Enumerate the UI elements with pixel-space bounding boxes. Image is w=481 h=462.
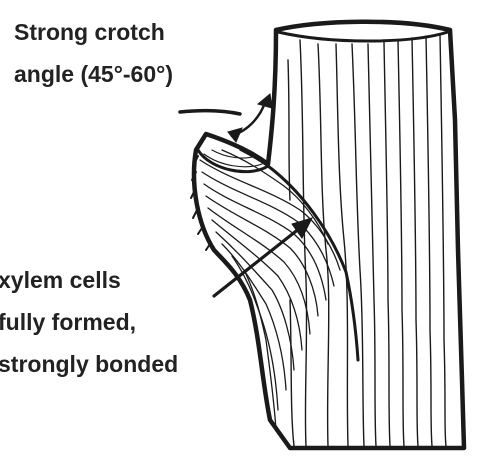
angle-arc-head: [258, 94, 272, 108]
crotch-label-line2: angle (45°-60°): [14, 61, 173, 87]
xylem-label-line3: strongly bonded: [0, 351, 178, 377]
xylem-label-line1: xylem cells: [0, 267, 121, 293]
angle-arc-tail: [228, 128, 242, 142]
crotch-label-line1: Strong crotch: [14, 19, 165, 45]
angle-stroke: [180, 111, 240, 114]
log-illustration: [191, 22, 464, 448]
xylem-label-line2: fully formed,: [0, 309, 136, 335]
